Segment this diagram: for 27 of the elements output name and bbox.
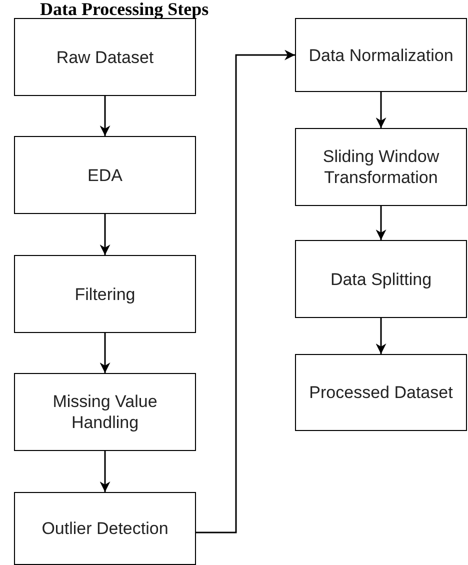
process-box [14,136,196,214]
box-label: EDA [88,164,122,186]
process-box [14,255,196,333]
box-label: Data Splitting [330,268,432,290]
arrow [376,92,386,128]
box-label: Missing Value Handling [52,391,158,433]
box-label: Outlier Detection [42,518,168,539]
arrow [100,333,110,373]
process-box [14,492,196,565]
process-box [295,128,467,206]
process-box [14,18,196,96]
box-label: Raw Dataset [56,46,154,68]
arrow [100,214,110,255]
arrow [376,318,386,354]
process-box [295,240,467,318]
box-label: Data Normalization [308,44,454,66]
arrow [196,50,295,534]
box-label: Sliding Window Transformation [322,146,440,188]
process-box [14,373,196,451]
process-box [295,354,467,431]
process-box [295,18,467,92]
box-label: Processed Dataset [309,382,453,403]
arrow [100,96,110,136]
box-label: Filtering [74,284,136,304]
diagram-title: Data Processing Steps [40,0,209,18]
arrow [100,451,110,492]
arrow [376,206,386,240]
